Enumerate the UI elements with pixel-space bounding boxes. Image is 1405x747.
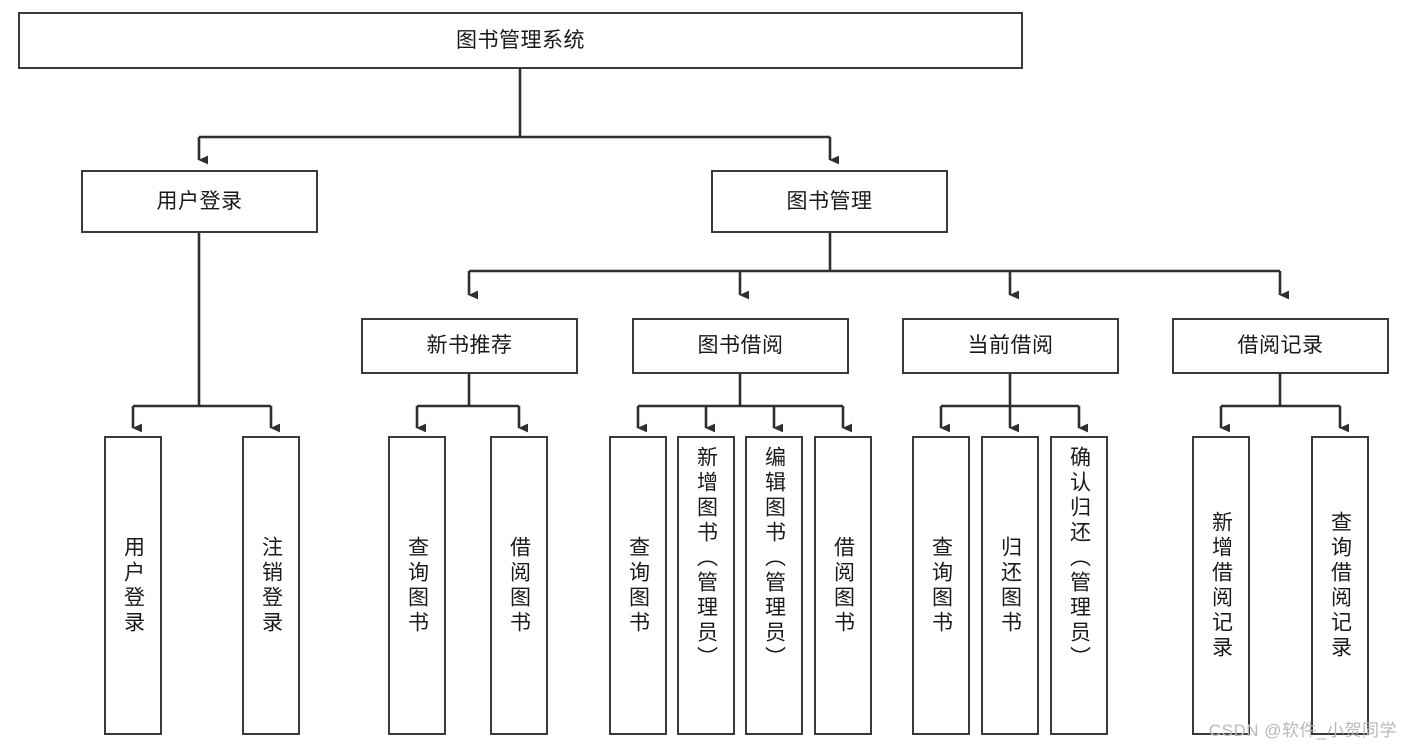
leaf-record-add-record[interactable]: 新增借阅记录 [1192,436,1250,735]
node-label: 当前借阅 [967,334,1054,358]
leaf-user-login-login[interactable]: 用户登录 [104,436,162,735]
node-root-system[interactable]: 图书管理系统 [18,12,1023,69]
node-label: 注销登录 [259,535,283,636]
leaf-user-login-logout[interactable]: 注销登录 [242,436,300,735]
node-label: 查询图书 [405,535,429,636]
node-label: 用户登录 [121,535,145,636]
node-label: 借阅记录 [1237,334,1324,358]
node-label: 新书推荐 [426,334,513,358]
leaf-current-return-book[interactable]: 归还图书 [981,436,1039,735]
leaf-borrow-query-book[interactable]: 查询图书 [609,436,667,735]
node-label: 借阅图书 [831,535,855,636]
node-label: 归还图书 [998,535,1022,636]
leaf-borrow-borrow-book[interactable]: 借阅图书 [814,436,872,735]
leaf-borrow-edit-book-admin[interactable]: 编辑图书（管理员） [745,436,803,735]
csdn-watermark: CSDN @软件_小贺同学 [1208,721,1397,740]
node-new-book-recommend[interactable]: 新书推荐 [361,318,578,374]
node-label: 图书管理 [786,189,873,213]
leaf-recommend-borrow-book[interactable]: 借阅图书 [490,436,548,735]
node-label: 查询借阅记录 [1328,510,1352,661]
node-book-borrow[interactable]: 图书借阅 [632,318,849,374]
node-label: 编辑图书（管理员） [762,446,786,671]
leaf-borrow-add-book-admin[interactable]: 新增图书（管理员） [677,436,735,735]
node-label: 图书借阅 [697,334,784,358]
leaf-current-query-book[interactable]: 查询图书 [912,436,970,735]
node-user-login[interactable]: 用户登录 [81,170,318,233]
node-label: 用户登录 [156,189,243,213]
node-label: 新增借阅记录 [1209,510,1233,661]
node-label: 查询图书 [929,535,953,636]
node-label: 新增图书（管理员） [694,446,718,671]
node-current-borrow[interactable]: 当前借阅 [902,318,1119,374]
node-label: 图书管理系统 [456,28,585,52]
node-label: 查询图书 [626,535,650,636]
node-book-management[interactable]: 图书管理 [711,170,948,233]
node-label: 借阅图书 [507,535,531,636]
node-borrow-record[interactable]: 借阅记录 [1172,318,1389,374]
leaf-current-confirm-return-admin[interactable]: 确认归还（管理员） [1050,436,1108,735]
leaf-record-query-record[interactable]: 查询借阅记录 [1311,436,1369,735]
leaf-recommend-query-book[interactable]: 查询图书 [388,436,446,735]
node-label: 确认归还（管理员） [1067,446,1091,671]
